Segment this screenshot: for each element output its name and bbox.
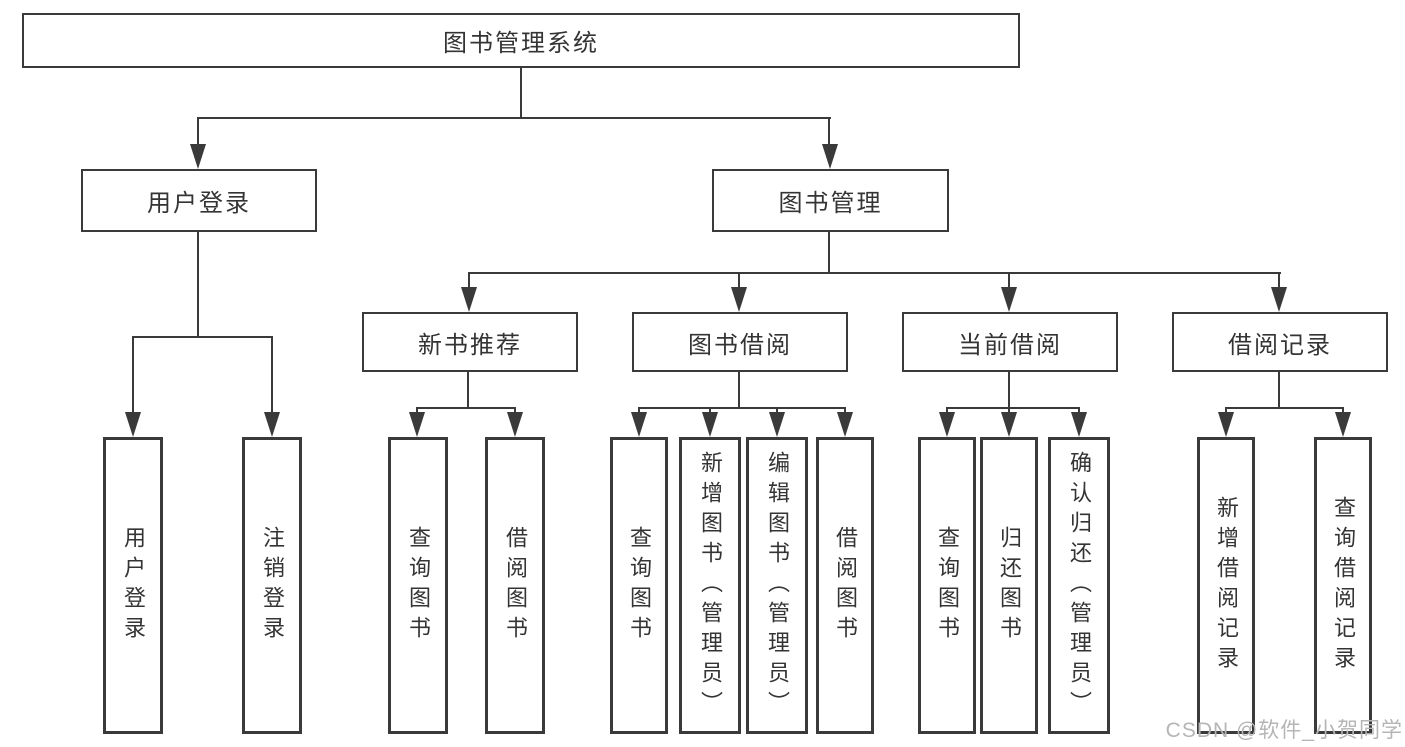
- edge-to-leaf-logout-line: [271, 336, 273, 414]
- node-borrow-records: 借阅记录: [1172, 312, 1388, 372]
- arrowhead-cb-leaf2: [1001, 412, 1017, 437]
- leaf-cb-query-books: 查询图书: [918, 437, 976, 734]
- edge-to-borrow-records-line: [1278, 272, 1280, 290]
- edge-borrow-records-down-line: [1278, 372, 1280, 408]
- node-current-borrow-label: 当前借阅: [958, 331, 1062, 359]
- edge-book-borrow-rail-line: [638, 407, 846, 409]
- leaf-bb-borrow-books: 借阅图书: [816, 437, 874, 734]
- edge-book-borrow-down-line: [738, 372, 740, 408]
- edge-book-mgmt-down-line: [828, 232, 830, 274]
- arrowhead-bb-leaf4: [837, 412, 853, 437]
- edge-bb-leaf1-line: [638, 407, 640, 415]
- leaf-nbr-borrow-books: 借阅图书: [485, 437, 545, 734]
- edge-new-book-rec-down-line: [467, 372, 469, 408]
- arrowhead-cb-leaf1: [939, 412, 955, 437]
- leaf-logout: 注销登录: [242, 437, 302, 734]
- edge-nbr-leaf2-line: [514, 407, 516, 415]
- edge-cb-leaf3-line: [1078, 407, 1080, 415]
- edge-bb-leaf3-line: [776, 407, 778, 415]
- leaf-cb-query-books-label: 查询图书: [935, 525, 960, 646]
- node-root-label: 图书管理系统: [443, 30, 599, 57]
- edge-root-rail-line: [197, 117, 831, 119]
- leaf-br-add-record-label: 新增借阅记录: [1214, 495, 1239, 676]
- watermark-text: CSDN @软件_小贺同学: [1165, 719, 1403, 742]
- leaf-br-query-record: 查询借阅记录: [1314, 437, 1372, 734]
- node-user-login-label: 用户登录: [147, 190, 251, 217]
- leaf-bb-edit-books-admin: 编辑图书（管理员）: [746, 437, 808, 734]
- edge-bb-leaf2-line: [709, 407, 711, 415]
- leaf-bb-add-books-admin-label: 新增图书（管理员）: [698, 450, 723, 721]
- node-root: 图书管理系统: [22, 13, 1020, 68]
- edge-nbr-leaf1-line: [416, 407, 418, 415]
- edge-current-borrow-down-line: [1008, 372, 1010, 408]
- edge-to-new-book-rec-line: [468, 272, 470, 290]
- leaf-user-login-label: 用户登录: [121, 525, 146, 646]
- leaf-bb-query-books-label: 查询图书: [627, 525, 652, 646]
- arrowhead-current-borrow: [1001, 287, 1017, 312]
- leaf-logout-label: 注销登录: [260, 525, 285, 646]
- arrowhead-bb-leaf1: [631, 412, 647, 437]
- edge-cb-leaf2-line: [1008, 407, 1010, 415]
- leaf-bb-edit-books-admin-label: 编辑图书（管理员）: [765, 450, 790, 721]
- edge-current-borrow-rail-line: [946, 407, 1080, 409]
- arrowhead-br-leaf1: [1218, 412, 1234, 437]
- leaf-cb-confirm-return-admin-label: 确认归还（管理员）: [1067, 450, 1092, 721]
- edge-user-login-rail-line: [132, 336, 273, 338]
- arrowhead-book-mgmt: [822, 144, 838, 169]
- leaf-user-login: 用户登录: [103, 437, 163, 734]
- edge-br-leaf1-line: [1225, 407, 1227, 415]
- arrowhead-nbr-leaf2: [507, 412, 523, 437]
- leaf-nbr-query-books: 查询图书: [388, 437, 448, 734]
- node-new-book-rec: 新书推荐: [362, 312, 578, 372]
- leaf-bb-query-books: 查询图书: [610, 437, 668, 734]
- arrowhead-new-book-rec: [461, 287, 477, 312]
- leaf-cb-confirm-return-admin: 确认归还（管理员）: [1048, 437, 1110, 734]
- edge-to-book-mgmt-line: [828, 117, 830, 147]
- arrowhead-cb-leaf3: [1071, 412, 1087, 437]
- leaf-bb-borrow-books-label: 借阅图书: [833, 525, 858, 646]
- leaf-nbr-query-books-label: 查询图书: [406, 525, 431, 646]
- leaf-cb-return-books-label: 归还图书: [997, 525, 1022, 646]
- arrowhead-leaf-login: [125, 412, 141, 437]
- edge-root-down-line: [520, 68, 522, 118]
- edge-book-mgmt-rail-line: [468, 272, 1281, 274]
- node-borrow-records-label: 借阅记录: [1228, 331, 1332, 359]
- leaf-br-query-record-label: 查询借阅记录: [1331, 495, 1356, 676]
- leaf-cb-return-books: 归还图书: [980, 437, 1038, 734]
- node-book-mgmt-label: 图书管理: [778, 190, 883, 217]
- node-user-login: 用户登录: [81, 169, 317, 232]
- edge-br-leaf2-line: [1342, 407, 1344, 415]
- arrowhead-user-login: [190, 144, 206, 169]
- edge-to-book-borrow-line: [738, 272, 740, 290]
- leaf-nbr-borrow-books-label: 借阅图书: [503, 525, 528, 646]
- node-book-mgmt: 图书管理: [712, 169, 949, 232]
- arrowhead-book-borrow: [731, 287, 747, 312]
- edge-bb-leaf4-line: [844, 407, 846, 415]
- arrowhead-br-leaf2: [1335, 412, 1351, 437]
- leaf-br-add-record: 新增借阅记录: [1197, 437, 1255, 734]
- node-book-borrow-label: 图书借阅: [688, 331, 792, 359]
- arrowhead-nbr-leaf1: [409, 412, 425, 437]
- node-current-borrow: 当前借阅: [902, 312, 1118, 372]
- edge-to-user-login-line: [197, 117, 199, 147]
- arrowhead-borrow-records: [1271, 287, 1287, 312]
- edge-user-login-down-line: [197, 232, 199, 338]
- edge-borrow-records-rail-line: [1225, 407, 1344, 409]
- edge-new-book-rec-rail-line: [416, 407, 516, 409]
- leaf-bb-add-books-admin: 新增图书（管理员）: [679, 437, 741, 734]
- node-new-book-rec-label: 新书推荐: [418, 331, 522, 359]
- arrowhead-bb-leaf3: [769, 412, 785, 437]
- edge-to-current-borrow-line: [1008, 272, 1010, 290]
- arrowhead-bb-leaf2: [702, 412, 718, 437]
- node-book-borrow: 图书借阅: [632, 312, 848, 372]
- arrowhead-leaf-logout: [264, 412, 280, 437]
- edge-cb-leaf1-line: [946, 407, 948, 415]
- edge-to-leaf-login-line: [132, 336, 134, 414]
